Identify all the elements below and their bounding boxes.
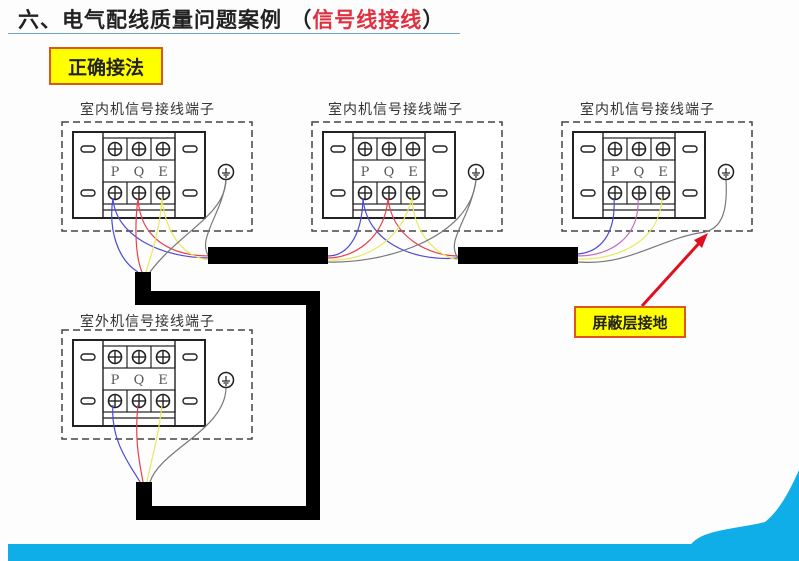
indoor-2-wires: [327, 179, 477, 263]
title-divider: [8, 33, 460, 34]
title-paren-open: （: [290, 8, 313, 32]
indoor-3-label: 室内机信号接线端子: [580, 102, 715, 118]
title-main: 六、电气配线质量问题案例: [18, 8, 282, 32]
outdoor-label: 室外机信号接线端子: [80, 314, 215, 330]
signal-cables: [135, 247, 578, 520]
indoor-1-label: 室内机信号接线端子: [80, 102, 215, 118]
outdoor-wires: [112, 387, 227, 483]
title-paren-close: ）: [422, 8, 445, 32]
shield-ground-arrow: [640, 233, 708, 308]
footer-accent-bar: [8, 544, 799, 561]
indoor-2-label: 室内机信号接线端子: [328, 102, 463, 118]
title-subtitle: 信号线接线: [312, 8, 423, 32]
correct-method-tag: 正确接法: [49, 47, 163, 85]
indoor-3-wires: [577, 179, 727, 263]
shield-ground-tag: 屏蔽层接地: [574, 306, 686, 338]
page-title: 六、电气配线质量问题案例 （信号线接线）: [18, 4, 444, 34]
indoor-1-wires: [111, 179, 227, 273]
